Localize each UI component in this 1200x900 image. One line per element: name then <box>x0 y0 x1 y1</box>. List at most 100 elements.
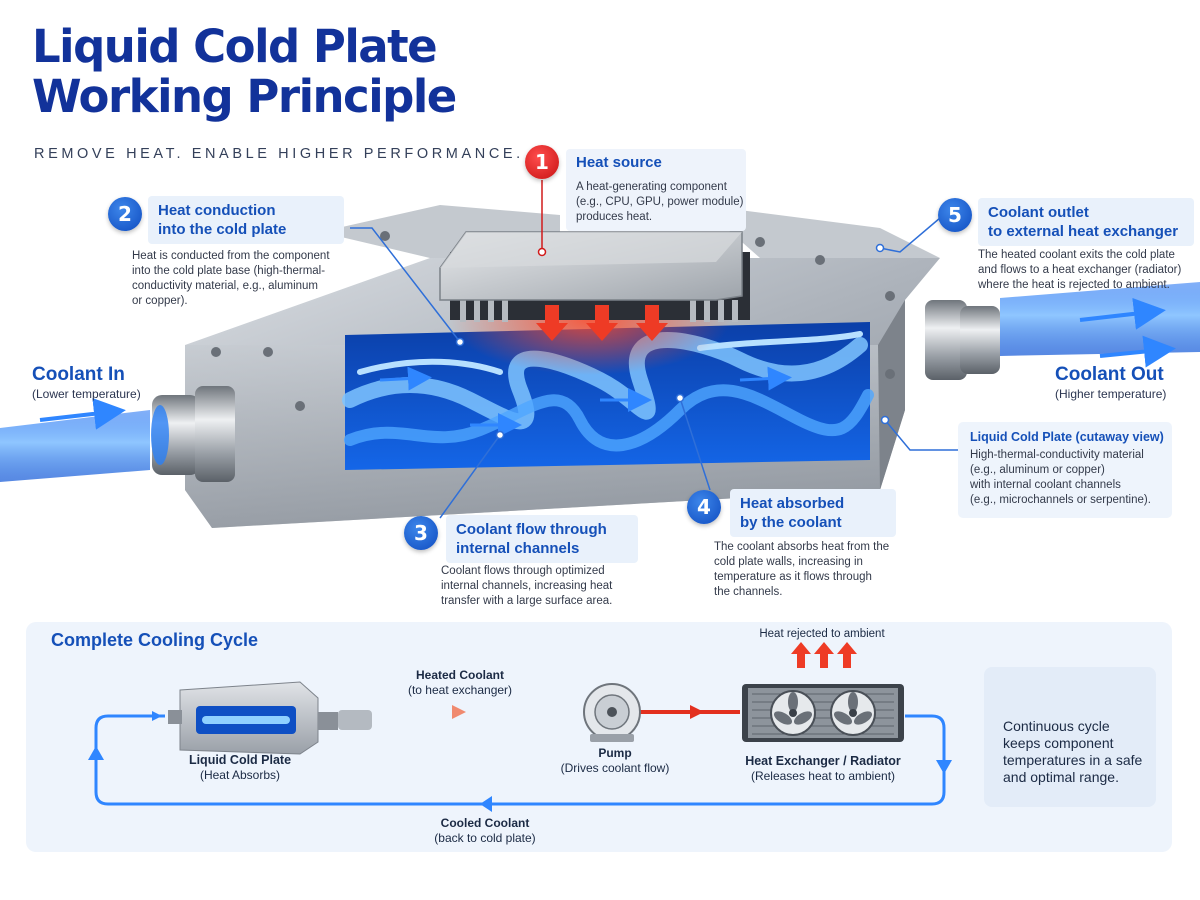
step-1-desc-line: produces heat. <box>576 211 653 223</box>
cold-plate-note-line: (e.g., microchannels or serpentine). <box>970 494 1151 506</box>
step-1-card <box>566 149 746 231</box>
step-3-desc-line: transfer with a large surface area. <box>441 595 613 607</box>
cycle-cooled-coolant-sub: (back to cold plate) <box>434 831 536 845</box>
cycle-pump-title: Pump <box>598 746 632 760</box>
internal-channels <box>342 322 874 470</box>
cycle-pump-sub: (Drives coolant flow) <box>560 761 670 775</box>
step-1-desc: A heat-generating component (e.g., CPU, … <box>576 180 743 225</box>
heat-source-chip <box>439 231 750 375</box>
cycle-heat-exchanger-sub: (Releases heat to ambient) <box>750 769 896 783</box>
cold-plate-note-title: Liquid Cold Plate (cutaway view) <box>970 430 1164 444</box>
cycle-cold-plate-sub: (Heat Absorbs) <box>199 768 281 782</box>
step-1-desc-line: A heat-generating component <box>576 181 727 193</box>
cooling-cycle-diagram <box>88 642 1024 812</box>
step-4-heading: Heat absorbed by the coolant <box>730 489 896 537</box>
step-2-desc-line: into the cold plate base (high-thermal- <box>132 265 326 277</box>
page-subtitle: REMOVE HEAT. ENABLE HIGHER PERFORMANCE. <box>34 146 524 162</box>
cycle-heat-rejected-label: Heat rejected to ambient <box>759 628 885 640</box>
step-3-desc-line: internal channels, increasing heat <box>441 580 613 592</box>
step-5-badge: 5 <box>938 198 972 232</box>
heat-arrows-down <box>536 305 668 341</box>
step-4-desc-line: the channels. <box>714 586 783 598</box>
loop-arrow-in <box>152 711 162 721</box>
cycle-pump-label: Pump (Drives coolant flow) <box>540 746 690 776</box>
step-5-desc-line: where the heat is rejected to ambient. <box>978 279 1170 291</box>
cycle-cooled-coolant-title: Cooled Coolant <box>440 816 530 830</box>
step-3-desc-line: Coolant flows through optimized <box>441 565 605 577</box>
step-2-heading-line: Heat conduction <box>158 202 276 219</box>
pump-icon <box>583 683 641 742</box>
step-3-heading: Coolant flow through internal channels <box>446 515 638 563</box>
cycle-info-line: Continuous cycle <box>1003 718 1110 734</box>
step-4-desc-line: temperature as it flows through <box>714 571 872 583</box>
mini-cold-plate <box>168 681 372 755</box>
cycle-info-line: keeps component <box>1003 735 1114 751</box>
coolant-out-sub: (Higher temperature) <box>1055 387 1167 401</box>
coolant-in-label: Coolant In <box>32 364 125 385</box>
step-2-heading-line: into the cold plate <box>158 221 287 238</box>
step-1-heading: Heat source <box>576 154 662 171</box>
step-2-desc-line: or copper). <box>132 295 188 307</box>
cycle-info-card <box>984 667 1156 807</box>
step-1-desc-line: (e.g., CPU, GPU, power module) <box>576 196 744 208</box>
step-3-heading-line: Coolant flow through <box>456 521 607 538</box>
page-title-line2: Working Principle <box>32 70 457 123</box>
coolant-in-arrow <box>39 397 126 430</box>
cold-plate-note-line: with internal coolant channels <box>970 479 1121 491</box>
cold-plate-note-card <box>958 422 1172 518</box>
cycle-heated-coolant-title: Heated Coolant <box>415 668 504 682</box>
outlet-fitting <box>925 300 1000 380</box>
step-2-desc: Heat is conducted from the component int… <box>132 249 330 309</box>
step-4-desc-line: The coolant absorbs heat from the <box>714 541 890 553</box>
cycle-cold-plate-label: Liquid Cold Plate (Heat Absorbs) <box>160 753 320 783</box>
cold-plate-note-line: High-thermal-conductivity material <box>970 449 1144 461</box>
cold-plate-note-desc: High-thermal-conductivity material (e.g.… <box>970 448 1170 508</box>
step-5-desc-line: The heated coolant exits the cold plate <box>978 249 1175 261</box>
page-title: Liquid Cold Plate Working Principle <box>32 20 457 123</box>
step-2-desc-line: conductivity material, e.g., aluminum <box>132 280 318 292</box>
step-2-desc-line: Heat is conducted from the component <box>132 250 330 262</box>
cooled-loop-line <box>94 714 946 806</box>
heated-arrow-1 <box>452 705 466 719</box>
cycle-cooled-coolant-label: Cooled Coolant (back to cold plate) <box>410 816 560 846</box>
step-4-badge: 4 <box>687 490 721 524</box>
loop-arrow-up <box>88 746 104 760</box>
coolant-out-arrow-2 <box>1099 335 1176 368</box>
inlet-fitting <box>151 386 235 482</box>
step-4-desc: The coolant absorbs heat from the cold p… <box>714 540 889 600</box>
cycle-heated-coolant-sub: (to heat exchanger) <box>407 683 513 697</box>
cycle-cold-plate-title: Liquid Cold Plate <box>188 753 292 767</box>
coolant-in-sub: (Lower temperature) <box>32 387 141 401</box>
cold-plate-note-line: (e.g., aluminum or copper) <box>970 464 1105 476</box>
step-5-heading: Coolant outlet to external heat exchange… <box>978 198 1194 246</box>
cycle-info-line: temperatures in a safe <box>1003 752 1143 768</box>
step-4-heading-line: by the coolant <box>740 514 842 531</box>
loop-arrow-left <box>480 796 492 812</box>
step-5-heading-line: to external heat exchanger <box>988 223 1179 240</box>
step-3-heading-line: internal channels <box>456 540 580 557</box>
cycle-heat-exchanger-label: Heat Exchanger / Radiator (Releases heat… <box>728 754 918 784</box>
step-4-desc-line: cold plate walls, increasing in <box>714 556 863 568</box>
cycle-info-line: and optimal range. <box>1003 769 1119 785</box>
loop-arrow-down <box>936 760 952 774</box>
leader-lines <box>350 180 958 519</box>
heated-arrow-2 <box>690 705 704 719</box>
inlet-pipe <box>0 410 150 482</box>
step-1-badge: 1 <box>525 145 559 179</box>
page-title-line1: Liquid Cold Plate <box>32 20 438 73</box>
heat-exchanger-icon <box>742 684 904 742</box>
cycle-info-text: Continuous cycle keeps component tempera… <box>1003 718 1153 786</box>
cooling-cycle-title: Complete Cooling Cycle <box>51 630 259 650</box>
step-4-heading-line: Heat absorbed <box>740 495 845 512</box>
cycle-heated-coolant-label: Heated Coolant (to heat exchanger) <box>380 668 540 698</box>
coolant-out-label: Coolant Out <box>1055 364 1164 385</box>
cycle-heat-exchanger-title: Heat Exchanger / Radiator <box>745 754 901 768</box>
cold-plate-illustration <box>0 180 1200 528</box>
heat-rejected-arrows <box>791 642 857 668</box>
step-3-badge: 3 <box>404 516 438 550</box>
step-2-badge: 2 <box>108 197 142 231</box>
step-5-heading-line: Coolant outlet <box>988 204 1089 221</box>
step-5-desc: The heated coolant exits the cold plate … <box>978 248 1181 293</box>
step-3-desc: Coolant flows through optimized internal… <box>441 564 612 609</box>
step-2-heading: Heat conduction into the cold plate <box>148 196 344 244</box>
